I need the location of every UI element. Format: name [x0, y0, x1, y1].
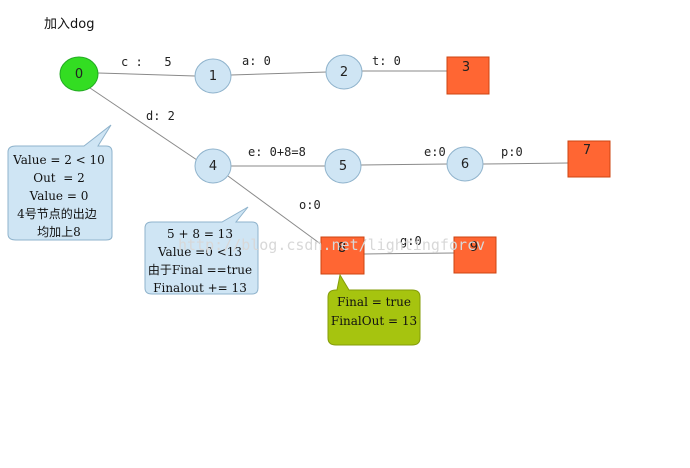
edge-5-6 — [360, 163, 449, 166]
node-9-label: 9 — [470, 240, 478, 255]
node-0-label: 0 — [75, 67, 83, 82]
node-8-final — [320, 236, 365, 275]
node-6-label: 6 — [461, 157, 469, 172]
callout-node4: 5 + 8 = 13 Value =0 <13 由于Final ==true F… — [144, 206, 259, 295]
node-4 — [194, 148, 232, 184]
callout-node4-line-3: 由于Final ==true — [148, 263, 252, 277]
callout-node0: Value = 2 < 10 Out = 2 Value = 0 4号节点的出边… — [7, 124, 113, 241]
node-6 — [446, 146, 484, 182]
nodes: 0 1 2 3 4 5 6 7 8 9 — [59, 54, 611, 275]
edge-label-1-2: a: 0 — [242, 54, 271, 68]
edge-label-6-7: p:0 — [501, 145, 523, 159]
diagram-title: 加入dog — [44, 17, 94, 32]
node-3-final — [446, 56, 490, 95]
edge-label-4-5: e: 0+8=8 — [248, 145, 306, 159]
edge-6-7 — [482, 162, 569, 165]
node-1 — [194, 58, 232, 94]
callout-node0-line-1: Value = 2 < 10 — [12, 153, 105, 167]
callout-node8-line-2: FinalOut = 13 — [331, 314, 417, 328]
watermark: http://blog.csdn.net/lightingforcv — [178, 236, 485, 254]
node-8-label: 8 — [338, 241, 346, 256]
node-2 — [325, 54, 363, 90]
callout-node0-line-3: Value = 0 — [29, 189, 89, 203]
node-3-label: 3 — [462, 60, 470, 75]
node-5 — [324, 148, 362, 184]
edge-labels: c : 5 a: 0 t: 0 d: 2 e: 0+8=8 e:0 p:0 o:… — [121, 54, 523, 248]
edge-8-9 — [363, 252, 455, 255]
node-4-label: 4 — [209, 159, 217, 174]
node-7-label: 7 — [583, 143, 591, 158]
edge-0-4 — [89, 87, 198, 161]
callout-node4-line-1: 5 + 8 = 13 — [167, 227, 233, 241]
callout-node4-line-2: Value =0 <13 — [157, 245, 242, 259]
edge-label-5-6: e:0 — [424, 145, 446, 159]
node-1-label: 1 — [209, 69, 217, 84]
edge-1-2 — [230, 71, 328, 76]
callout-node0-line-5: 均加上8 — [37, 225, 81, 239]
callout-node8-line-1: Final = true — [337, 295, 411, 309]
edge-4-8 — [227, 175, 323, 246]
callout-node4-line-4: Finalout += 13 — [153, 281, 247, 295]
node-7-final — [567, 140, 611, 178]
edge-0-1 — [97, 72, 196, 77]
node-9-final — [453, 236, 497, 274]
edges — [89, 70, 569, 255]
edge-label-2-3: t: 0 — [372, 54, 401, 68]
node-5-label: 5 — [339, 159, 347, 174]
callout-node8: Final = true FinalOut = 13 — [327, 273, 421, 346]
edge-label-8-9: g:0 — [400, 234, 422, 248]
node-0-start — [59, 56, 99, 92]
callout-node0-line-2: Out = 2 — [33, 171, 85, 185]
edge-label-0-4: d: 2 — [146, 109, 175, 123]
node-2-label: 2 — [340, 65, 348, 80]
callout-node0-line-4: 4号节点的出边 — [17, 206, 97, 221]
edge-label-4-8: o:0 — [299, 198, 321, 212]
edge-label-0-1: c : 5 — [121, 55, 172, 69]
